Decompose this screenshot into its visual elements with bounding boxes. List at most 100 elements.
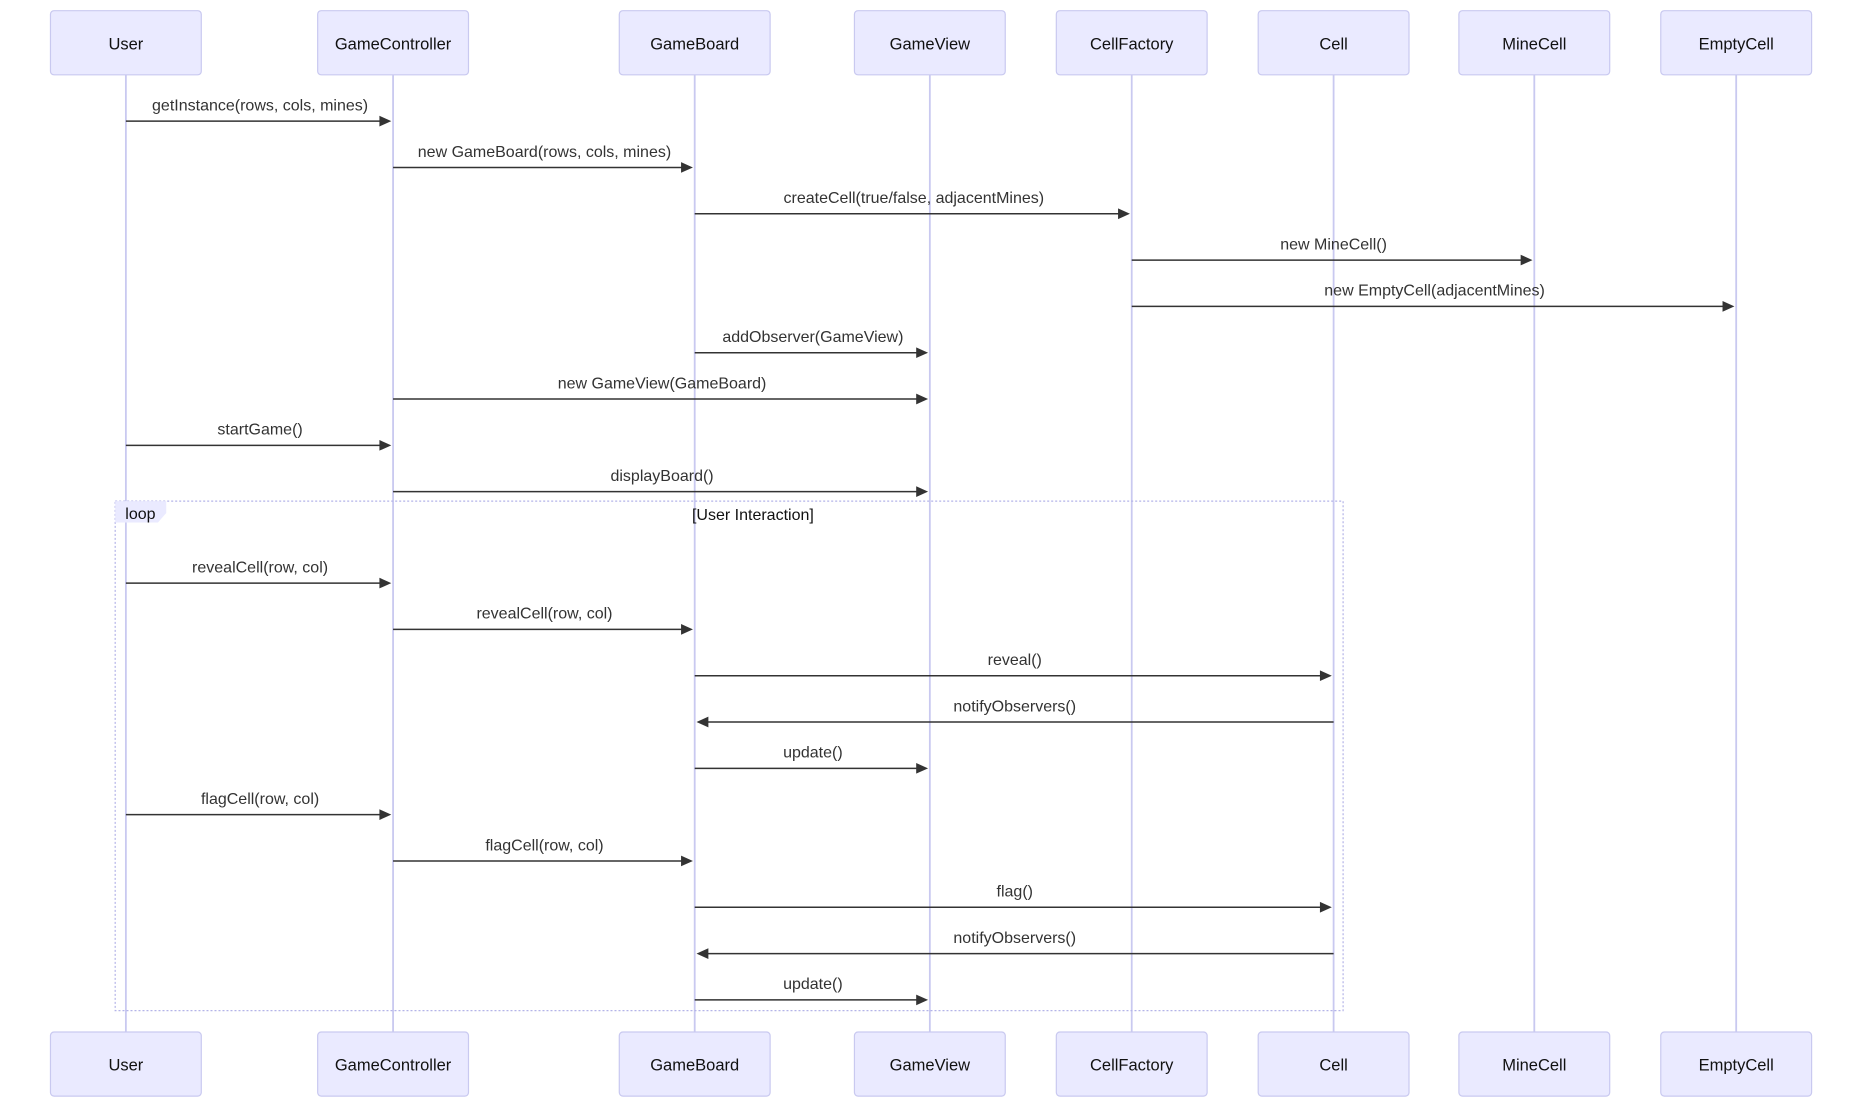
actor-box bbox=[1660, 10, 1813, 76]
arrowhead-icon bbox=[916, 393, 929, 405]
actor-empty-cell-bottom: EmptyCell bbox=[1660, 1031, 1813, 1097]
actor-label: GameBoard bbox=[650, 35, 739, 53]
message-8: startGame() bbox=[125, 422, 392, 451]
loop-keyword: loop bbox=[125, 506, 155, 523]
message-17: flag() bbox=[694, 884, 1332, 913]
arrowhead-icon bbox=[681, 162, 693, 173]
arrowhead-icon bbox=[379, 439, 392, 451]
actor-label: MineCell bbox=[1502, 35, 1566, 53]
actor-box bbox=[1055, 10, 1208, 76]
message-11: revealCell(row, col) bbox=[393, 606, 693, 635]
actor-box bbox=[1458, 10, 1611, 76]
message-label: addObserver(GameView) bbox=[722, 329, 903, 346]
message-16: flagCell(row, col) bbox=[393, 837, 693, 867]
message-label: new GameView(GameBoard) bbox=[558, 375, 767, 392]
message-14: update() bbox=[694, 745, 929, 774]
message-3: createCell(true/false, adjacentMines) bbox=[694, 190, 1130, 220]
actor-label: EmptyCell bbox=[1699, 35, 1774, 53]
arrowhead-icon bbox=[1319, 901, 1332, 913]
actor-label: CellFactory bbox=[1090, 1057, 1174, 1075]
arrowhead-icon bbox=[1722, 301, 1735, 312]
message-label: flagCell(row, col) bbox=[201, 791, 319, 808]
actor-cell-factory-top: CellFactory bbox=[1055, 10, 1208, 76]
actor-cell-factory-bottom: CellFactory bbox=[1055, 1031, 1208, 1097]
actor-label: Cell bbox=[1319, 1057, 1347, 1075]
message-label: flag() bbox=[997, 884, 1033, 901]
actor-label: EmptyCell bbox=[1699, 1057, 1774, 1075]
actors-top: User GameController GameBoard GameView CellF… bbox=[49, 10, 1813, 76]
actor-box bbox=[1257, 10, 1410, 76]
message-label: startGame() bbox=[217, 422, 302, 439]
message-4: new MineCell() bbox=[1131, 236, 1533, 266]
arrowhead-icon bbox=[916, 347, 929, 359]
actor-mine-cell-top: MineCell bbox=[1458, 10, 1611, 76]
arrowhead-icon bbox=[916, 486, 929, 497]
actor-box bbox=[618, 1031, 771, 1097]
arrowhead-icon bbox=[379, 577, 392, 589]
actor-game-board-top: GameBoard bbox=[618, 10, 771, 76]
actor-box bbox=[49, 10, 202, 76]
arrowhead-icon bbox=[379, 809, 392, 820]
message-label: new EmptyCell(adjacentMines) bbox=[1324, 283, 1545, 300]
actor-label: User bbox=[108, 35, 143, 53]
arrowhead-icon bbox=[681, 855, 693, 867]
message-label: revealCell(row, col) bbox=[476, 606, 612, 623]
arrowhead-icon bbox=[696, 948, 709, 959]
message-label: revealCell(row, col) bbox=[192, 559, 328, 576]
arrowhead-icon bbox=[1319, 670, 1332, 682]
message-label: flagCell(row, col) bbox=[485, 837, 603, 854]
message-1: getInstance(rows, cols, mines) bbox=[125, 97, 392, 127]
actor-empty-cell-top: EmptyCell bbox=[1660, 10, 1813, 76]
message-6: addObserver(GameView) bbox=[694, 329, 929, 359]
actor-game-controller-top: GameController bbox=[317, 10, 470, 76]
message-12: reveal() bbox=[694, 652, 1332, 682]
loop-fragment: loop [User Interaction] bbox=[114, 500, 1344, 1012]
actor-user-bottom: User bbox=[49, 1031, 202, 1097]
message-label: update() bbox=[783, 976, 843, 993]
messages: getInstance(rows, cols, mines) new GameBo… bbox=[125, 97, 1735, 1006]
arrowhead-icon bbox=[916, 762, 929, 774]
message-label: notifyObservers() bbox=[953, 698, 1076, 715]
actor-label: User bbox=[108, 1057, 143, 1075]
message-2: new GameBoard(rows, cols, mines) bbox=[393, 144, 693, 173]
message-label: new GameBoard(rows, cols, mines) bbox=[418, 144, 671, 161]
actor-cell-top: Cell bbox=[1257, 10, 1410, 76]
actor-label: MineCell bbox=[1502, 1057, 1566, 1075]
actor-box bbox=[317, 1031, 470, 1097]
loop-condition: [User Interaction] bbox=[692, 507, 814, 524]
actor-label: GameController bbox=[335, 35, 452, 53]
actor-mine-cell-bottom: MineCell bbox=[1458, 1031, 1611, 1097]
actor-box bbox=[853, 10, 1006, 76]
actor-label: GameController bbox=[335, 1057, 452, 1075]
actor-label: GameBoard bbox=[650, 1057, 739, 1075]
actor-box bbox=[1458, 1031, 1611, 1097]
message-15: flagCell(row, col) bbox=[125, 791, 392, 820]
message-13: notifyObservers() bbox=[696, 698, 1334, 728]
actor-user-top: User bbox=[49, 10, 202, 76]
actor-game-view-bottom: GameView bbox=[853, 1031, 1006, 1097]
arrowhead-icon bbox=[916, 994, 929, 1006]
message-7: new GameView(GameBoard) bbox=[393, 375, 929, 405]
message-label: update() bbox=[783, 745, 843, 762]
actor-cell-bottom: Cell bbox=[1257, 1031, 1410, 1097]
message-label: displayBoard() bbox=[610, 468, 713, 485]
message-10: revealCell(row, col) bbox=[125, 559, 392, 589]
arrowhead-icon bbox=[696, 716, 709, 728]
arrowhead-icon bbox=[379, 115, 392, 127]
message-19: update() bbox=[694, 976, 929, 1006]
actor-label: GameView bbox=[890, 1057, 970, 1075]
actor-label: GameView bbox=[890, 35, 970, 53]
actor-box bbox=[1660, 1031, 1813, 1097]
arrowhead-icon bbox=[1118, 208, 1130, 220]
actor-game-view-top: GameView bbox=[853, 10, 1006, 76]
actor-box bbox=[1055, 1031, 1208, 1097]
lifelines bbox=[124, 74, 1738, 1032]
actor-box bbox=[853, 1031, 1006, 1097]
actor-label: Cell bbox=[1319, 35, 1347, 53]
message-label: createCell(true/false, adjacentMines) bbox=[784, 190, 1045, 207]
message-label: new MineCell() bbox=[1280, 236, 1387, 253]
actors-bottom: User GameController GameBoard GameView CellF… bbox=[49, 1031, 1813, 1097]
loop-tab bbox=[115, 501, 167, 523]
actor-game-controller-bottom: GameController bbox=[317, 1031, 470, 1097]
